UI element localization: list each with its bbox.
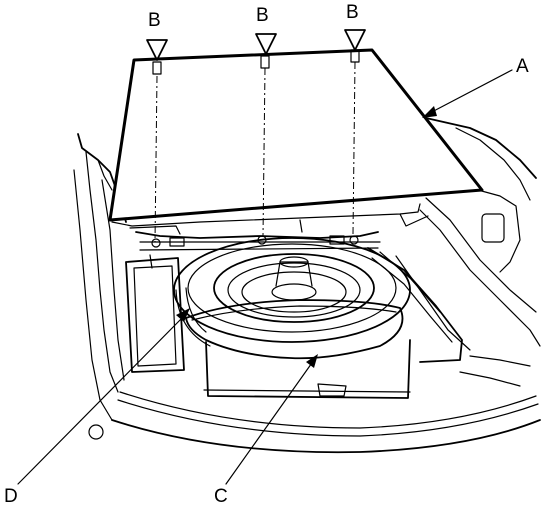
callout-label-a: A (516, 56, 529, 77)
leader-lines (17, 69, 513, 485)
callout-label-b2: B (256, 5, 269, 26)
callout-label-c: C (214, 486, 228, 507)
callout-label-b1: B (148, 10, 161, 31)
spare-tire (173, 237, 411, 347)
callout-label-d: D (4, 486, 18, 507)
tire-cover (185, 299, 404, 360)
floor-board (108, 48, 484, 235)
callout-b-markers (146, 29, 366, 61)
callout-label-b3: B (346, 2, 359, 23)
trunk-body (73, 117, 541, 454)
